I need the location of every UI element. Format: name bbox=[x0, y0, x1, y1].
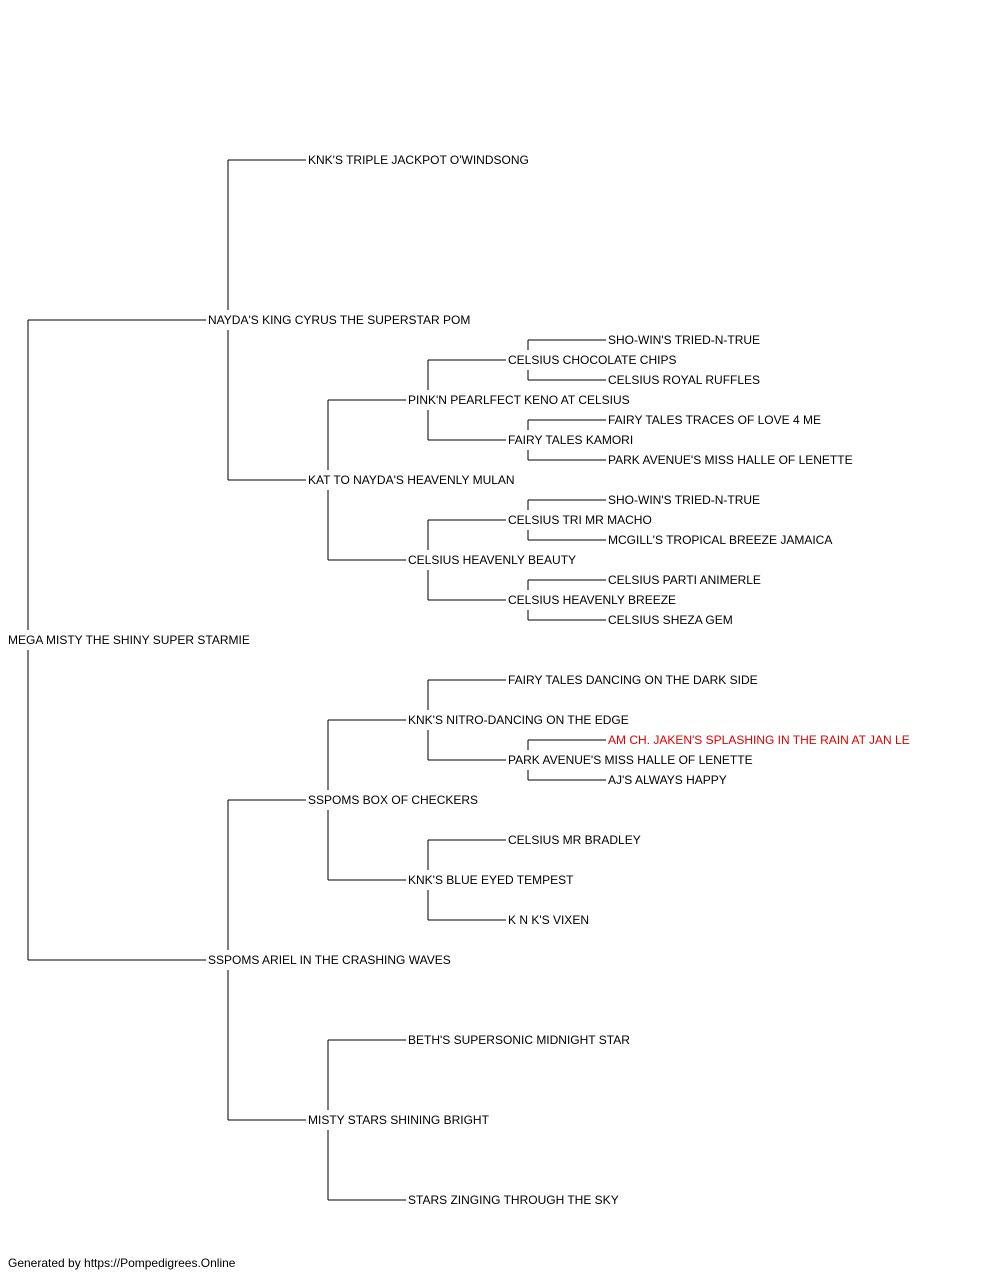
dog-name: BETH'S SUPERSONIC MIDNIGHT STAR bbox=[408, 1033, 630, 1047]
dog-name: SHO-WIN'S TRIED-N-TRUE bbox=[608, 493, 760, 507]
dog-name: CELSIUS HEAVENLY BEAUTY bbox=[408, 553, 576, 567]
dog-name: PINK'N PEARLFECT KENO AT CELSIUS bbox=[408, 393, 630, 407]
dog-name: KAT TO NAYDA'S HEAVENLY MULAN bbox=[308, 473, 515, 487]
dog-name: CELSIUS PARTI ANIMERLE bbox=[608, 573, 761, 587]
dog-name: KNK'S BLUE EYED TEMPEST bbox=[408, 873, 574, 887]
dog-name: AJ'S ALWAYS HAPPY bbox=[608, 773, 727, 787]
dog-name: CELSIUS TRI MR MACHO bbox=[508, 513, 652, 527]
dog-name: SSPOMS BOX OF CHECKERS bbox=[308, 793, 478, 807]
dog-name: KNK'S TRIPLE JACKPOT O'WINDSONG bbox=[308, 153, 529, 167]
footer-credit: Generated by https://Pompedigrees.Online bbox=[8, 1256, 236, 1270]
dog-name: CELSIUS CHOCOLATE CHIPS bbox=[508, 353, 676, 367]
dog-name: CELSIUS ROYAL RUFFLES bbox=[608, 373, 760, 387]
dog-name: KNK'S NITRO-DANCING ON THE EDGE bbox=[408, 713, 629, 727]
dog-name: CELSIUS HEAVENLY BREEZE bbox=[508, 593, 676, 607]
dog-name: FAIRY TALES TRACES OF LOVE 4 ME bbox=[608, 413, 821, 427]
dog-name: PARK AVENUE'S MISS HALLE OF LENETTE bbox=[508, 753, 753, 767]
dog-name: K N K'S VIXEN bbox=[508, 913, 589, 927]
dog-name: MEGA MISTY THE SHINY SUPER STARMIE bbox=[8, 633, 250, 647]
dog-name: SSPOMS ARIEL IN THE CRASHING WAVES bbox=[208, 953, 451, 967]
dog-name: CELSIUS SHEZA GEM bbox=[608, 613, 733, 627]
dog-name: FAIRY TALES KAMORI bbox=[508, 433, 633, 447]
pedigree-tree: MEGA MISTY THE SHINY SUPER STARMIE NAYDA'… bbox=[8, 153, 910, 1207]
dog-name: FAIRY TALES DANCING ON THE DARK SIDE bbox=[508, 673, 758, 687]
dog-name: NAYDA'S KING CYRUS THE SUPERSTAR POM bbox=[208, 313, 470, 327]
dog-name: MISTY STARS SHINING BRIGHT bbox=[308, 1113, 490, 1127]
dog-name: PARK AVENUE'S MISS HALLE OF LENETTE bbox=[608, 453, 853, 467]
dog-name: MCGILL'S TROPICAL BREEZE JAMAICA bbox=[608, 533, 832, 547]
dog-name: STARS ZINGING THROUGH THE SKY bbox=[408, 1193, 619, 1207]
dog-name: CELSIUS MR BRADLEY bbox=[508, 833, 641, 847]
dog-name: AM CH. JAKEN'S SPLASHING IN THE RAIN AT … bbox=[608, 733, 910, 747]
dog-name: SHO-WIN'S TRIED-N-TRUE bbox=[608, 333, 760, 347]
